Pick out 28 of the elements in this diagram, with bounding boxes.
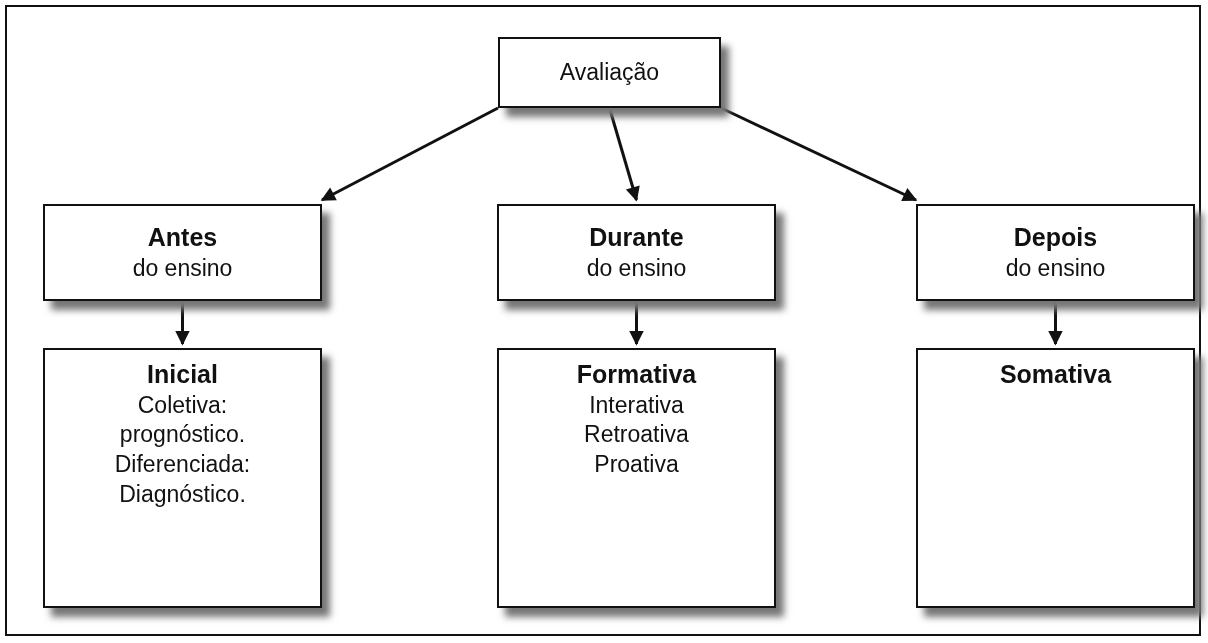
node-text: do ensino <box>132 253 233 283</box>
text-box <box>916 204 1195 301</box>
node-text: Avaliação <box>559 57 660 87</box>
node-title: Inicial <box>147 359 218 390</box>
text-box <box>43 348 322 608</box>
node-title: Somativa <box>999 359 1112 390</box>
node-title: Antes <box>147 222 218 254</box>
node-text: do ensino <box>1005 253 1106 283</box>
text-box <box>498 37 721 108</box>
node-text: Interativa <box>589 390 684 420</box>
node-text: do ensino <box>586 253 687 283</box>
arrow <box>1048 301 1063 346</box>
node-text: Retroativa <box>584 420 689 450</box>
text-box <box>916 348 1195 608</box>
text-box <box>497 348 776 608</box>
node-title: Durante <box>589 222 684 254</box>
arrow <box>720 106 918 202</box>
node-text: Diferenciada: Diagnóstico. <box>113 450 252 510</box>
arrow <box>320 106 499 202</box>
arrow <box>175 301 190 346</box>
node-text: Proativa <box>594 450 679 480</box>
node-title: Formativa <box>576 359 697 390</box>
node-text: Coletiva: prognóstico. <box>118 390 247 450</box>
arrow <box>629 301 644 346</box>
node-title: Depois <box>1013 222 1098 254</box>
text-box <box>43 204 322 301</box>
text-box <box>497 204 776 301</box>
arrow <box>608 107 640 202</box>
